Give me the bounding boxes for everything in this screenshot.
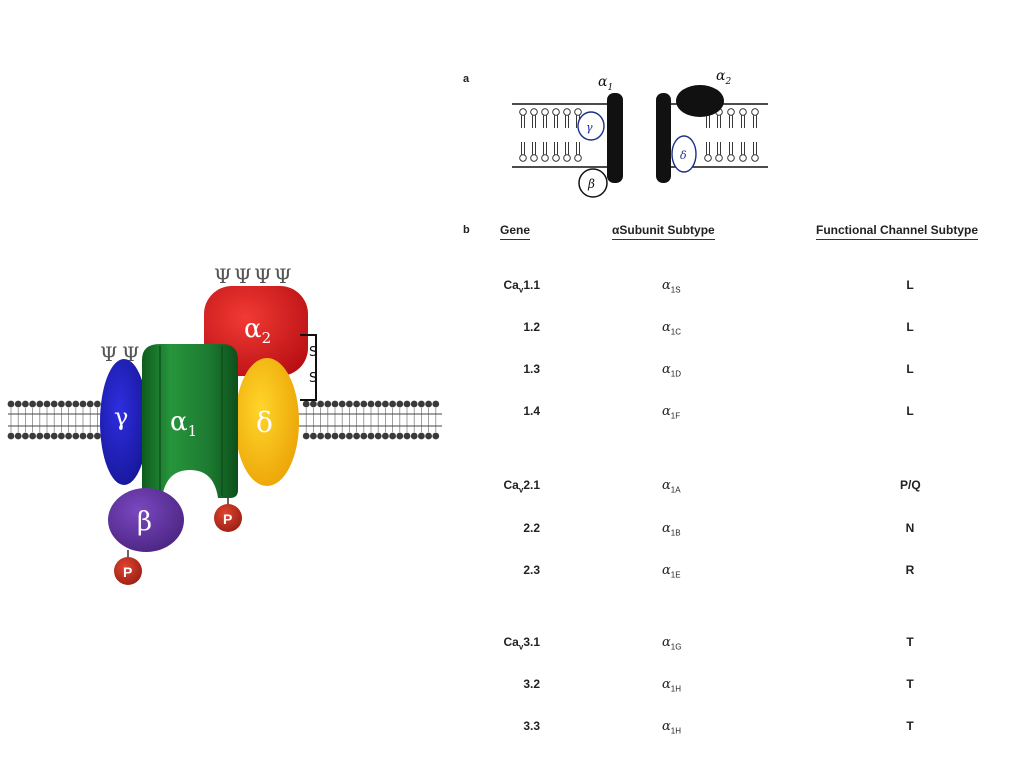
table-row: 2.2 α1B N <box>0 521 1024 541</box>
alpha-subtype-cell: α1G <box>662 635 682 652</box>
delta-subunit <box>235 358 299 486</box>
functional-subtype-cell: R <box>905 563 915 577</box>
svg-text:α1: α1 <box>598 74 613 93</box>
table-row: Cav3.1 α1G T <box>0 635 1024 655</box>
svg-text:P: P <box>123 564 132 580</box>
functional-subtype-cell: T <box>906 719 914 733</box>
functional-subtype-cell: P/Q <box>900 478 921 492</box>
svg-text:Ψ: Ψ <box>100 342 118 366</box>
table-row: 1.3 α1D L <box>0 362 1024 382</box>
alpha-subtype-cell: α1F <box>662 404 681 421</box>
gamma-oval <box>577 111 605 141</box>
gamma-label: γ <box>114 403 128 431</box>
gene-cell: 1.2 <box>523 320 540 334</box>
table-row: 1.2 α1C L <box>0 320 1024 340</box>
gene-cell: 1.3 <box>523 362 540 376</box>
phosphorylation-site <box>214 504 242 532</box>
svg-text:β: β <box>587 177 595 191</box>
functional-subtype-cell: L <box>906 404 914 418</box>
alpha2-head <box>676 85 724 117</box>
gene-cell: Cav1.1 <box>503 278 540 295</box>
alpha-subtype-cell: α1S <box>662 278 681 295</box>
gene-cell: Cav3.1 <box>503 635 540 652</box>
svg-text:Ψ: Ψ <box>254 264 272 288</box>
panel-a-schematic: α1 α2 γ δ β <box>512 68 768 198</box>
svg-text:P: P <box>223 511 232 527</box>
alpha2-label: α2 <box>244 314 271 347</box>
beta-label: β <box>137 507 152 537</box>
svg-text:S: S <box>309 371 317 386</box>
svg-text:Ψ: Ψ <box>214 264 232 288</box>
svg-text:α2: α2 <box>716 68 731 87</box>
alpha-subtype-cell: α1A <box>662 478 681 495</box>
disulfide-bond <box>300 334 317 401</box>
gamma-subunit <box>100 359 148 485</box>
gene-cell: 2.3 <box>523 563 540 577</box>
panel-b-letter: b <box>463 224 470 236</box>
alpha1-subunit <box>142 344 238 498</box>
alpha-subtype-cell: α1H <box>662 677 682 694</box>
svg-text:γ: γ <box>586 121 593 134</box>
alpha1-label: α1 <box>170 407 197 440</box>
alpha-subtype-cell: α1H <box>662 719 682 736</box>
functional-subtype-cell: N <box>905 521 915 535</box>
gene-cell: 3.3 <box>523 719 540 733</box>
gene-cell: 1.4 <box>523 404 540 418</box>
table-row: Cav1.1 α1S L <box>0 278 1024 298</box>
table-row: 1.4 α1F L <box>0 404 1024 424</box>
beta-circle <box>578 168 608 198</box>
delta-oval <box>671 135 697 173</box>
beta-subunit <box>108 488 184 552</box>
alpha-subtype-cell: α1E <box>662 563 681 580</box>
functional-subtype-cell: T <box>906 635 914 649</box>
panel-a-letter: a <box>463 73 470 85</box>
functional-subtype-column-header: Functional Channel Subtype <box>816 223 979 240</box>
lipid-bilayer <box>7 400 442 440</box>
table-row: Cav2.1 α1A P/Q <box>0 478 1024 498</box>
functional-subtype-cell: L <box>906 278 914 292</box>
svg-text:Ψ: Ψ <box>234 264 252 288</box>
gene-cell: 3.2 <box>523 677 540 691</box>
table-row: 2.3 α1E R <box>0 563 1024 583</box>
svg-text:S: S <box>309 345 317 360</box>
functional-subtype-cell: L <box>906 320 914 334</box>
gene-column-header: Gene <box>500 223 531 240</box>
phosphorylation-site <box>114 557 142 585</box>
svg-text:Ψ: Ψ <box>274 264 292 288</box>
functional-subtype-cell: T <box>906 677 914 691</box>
alpha-subtype-cell: α1B <box>662 521 681 538</box>
table-row: 3.2 α1H T <box>0 677 1024 697</box>
svg-text:δ: δ <box>680 149 687 162</box>
table-row: 3.3 α1H T <box>0 719 1024 739</box>
alpha1-bar <box>607 93 623 183</box>
delta-label: δ <box>256 406 273 439</box>
gene-cell: Cav2.1 <box>503 478 540 495</box>
functional-subtype-cell: L <box>906 362 914 376</box>
gene-cell: 2.2 <box>523 521 540 535</box>
alpha-subtype-cell: α1C <box>662 320 682 337</box>
alpha-subtype-cell: α1D <box>662 362 682 379</box>
alpha-subtype-column-header: αSubunit Subtype <box>612 223 715 240</box>
alpha2-bar <box>656 93 671 183</box>
